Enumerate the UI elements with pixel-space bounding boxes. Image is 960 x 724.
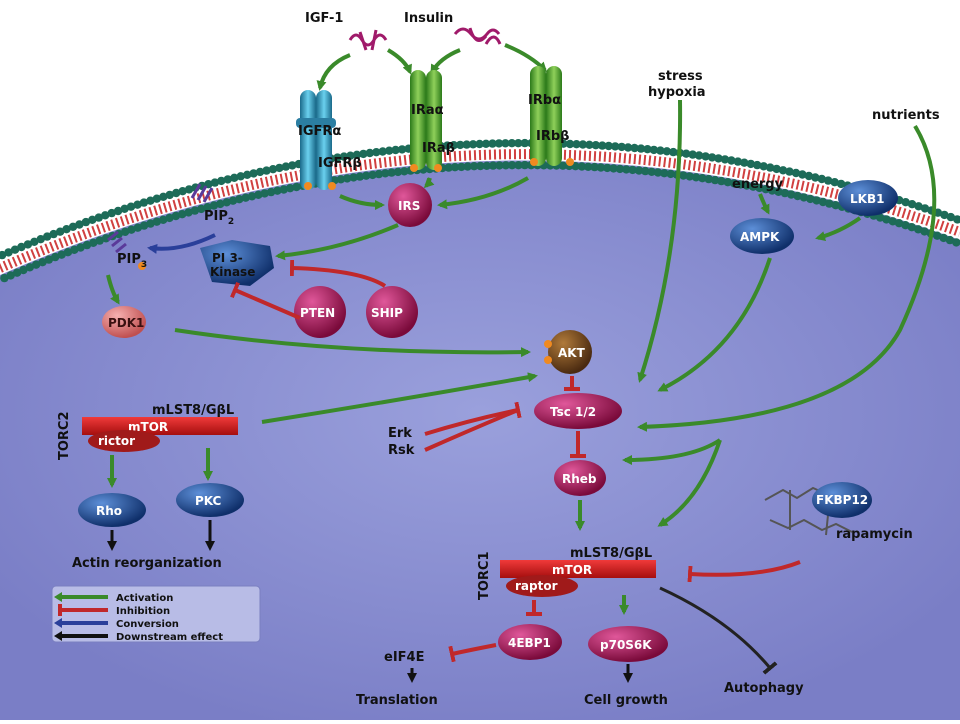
rho-label: Rho [96,504,122,518]
legend-label: Downstream effect [116,632,223,643]
autophagy-outcome: Autophagy [724,681,804,696]
torc2-mlst8-label: mLST8/GβL [152,403,234,418]
ampk-label: AMPK [740,230,780,244]
ligand-to-ira-arrow [388,50,410,72]
igf1-to-igfr-arrow [320,55,350,88]
legend: ActivationInhibitionConversionDownstream… [52,586,260,643]
irs-label: IRS [398,199,420,213]
translation-outcome: Translation [356,693,438,708]
igf1-label: IGF-1 [305,11,343,26]
torc1-label: TORC1 [477,551,492,600]
4ebp1-label: 4EBP1 [508,636,551,650]
igfr-alpha-label: IGFRα [298,124,341,139]
nutrients-label: nutrients [872,108,940,123]
ship-label: SHIP [371,306,403,320]
hypoxia-label: hypoxia [648,85,706,100]
irb-alpha-label: IRbα [528,93,561,108]
rictor-label: rictor [98,434,135,448]
legend-label: Conversion [116,619,179,630]
p70s6k-label: p70S6K [600,638,652,652]
torc2-label: TORC2 [57,411,72,460]
energy-label: energy [732,177,784,192]
insulin-ligand [455,28,500,44]
tsc-label: Tsc 1/2 [550,405,596,419]
igfr-beta-label: IGFRβ [318,156,362,171]
rheb-label: Rheb [562,472,597,486]
erk-label: Erk [388,426,412,441]
pdk1-label: PDK1 [108,316,144,330]
pkc-label: PKC [195,494,222,508]
pi3k-label-line1: PI 3- [212,251,243,265]
ira-receptor: IRaα IRaβ [410,70,455,172]
rapamycin-label: rapamycin [836,527,913,542]
eif4e-label: eIF4E [384,650,424,665]
irb-receptor: IRbα IRbβ [528,66,574,166]
torc1-mtor-label: mTOR [552,563,592,577]
stress-label: stress [658,69,703,84]
insulin-to-ira-arrow [432,50,460,72]
ira-beta-label: IRaβ [422,141,455,156]
lkb1-label: LKB1 [850,192,884,206]
torc1-mlst8-label: mLST8/GβL [570,546,652,561]
akt-label: AKT [558,346,586,360]
legend-label: Inhibition [116,606,170,617]
legend-tbar [58,604,62,616]
igf1-ligand [350,30,386,50]
growth-outcome: Cell growth [584,693,668,708]
legend-label: Activation [116,593,173,604]
irb-beta-label: IRbβ [536,129,569,144]
actin-outcome: Actin reorganization [72,556,222,571]
ira-alpha-label: IRaα [411,103,444,118]
rsk-label: Rsk [388,443,415,458]
pten-label: PTEN [300,306,335,320]
pi3k-label-line2: Kinase [210,265,255,279]
insulin-label: Insulin [404,11,453,26]
raptor-label: raptor [515,579,558,593]
fkbp12-label: FKBP12 [816,493,868,507]
